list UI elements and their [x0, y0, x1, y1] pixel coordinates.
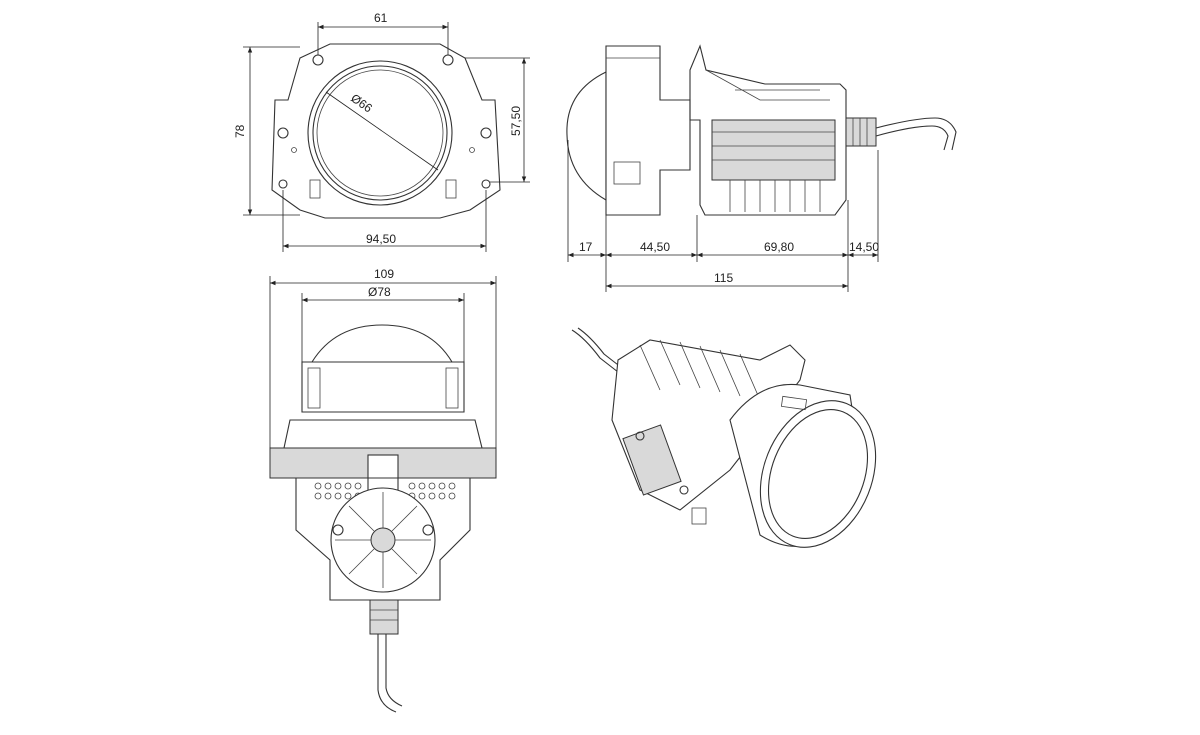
side-lens-section-label: 44,50 — [640, 240, 670, 254]
front-view: Ø66 61 78 57,50 94,50 — [233, 11, 530, 252]
isometric-view — [571, 327, 877, 548]
rear-lens-diameter-label: Ø78 — [368, 285, 391, 299]
side-total-length-label: 115 — [714, 271, 733, 285]
side-body-section-label: 69,80 — [764, 240, 794, 254]
front-side-height-label: 57,50 — [509, 106, 523, 136]
rear-view: 109 Ø78 — [269, 267, 497, 713]
front-top-width-label: 61 — [374, 11, 388, 25]
side-front-offset-label: 17 — [579, 240, 593, 254]
side-connector-section-label: 14,50 — [849, 240, 879, 254]
front-bottom-width-label: 94,50 — [366, 232, 396, 246]
side-view: 17 44,50 69,80 14,50 115 — [566, 44, 957, 292]
rear-total-width-label: 109 — [374, 267, 394, 281]
front-total-height-label: 78 — [233, 124, 247, 138]
